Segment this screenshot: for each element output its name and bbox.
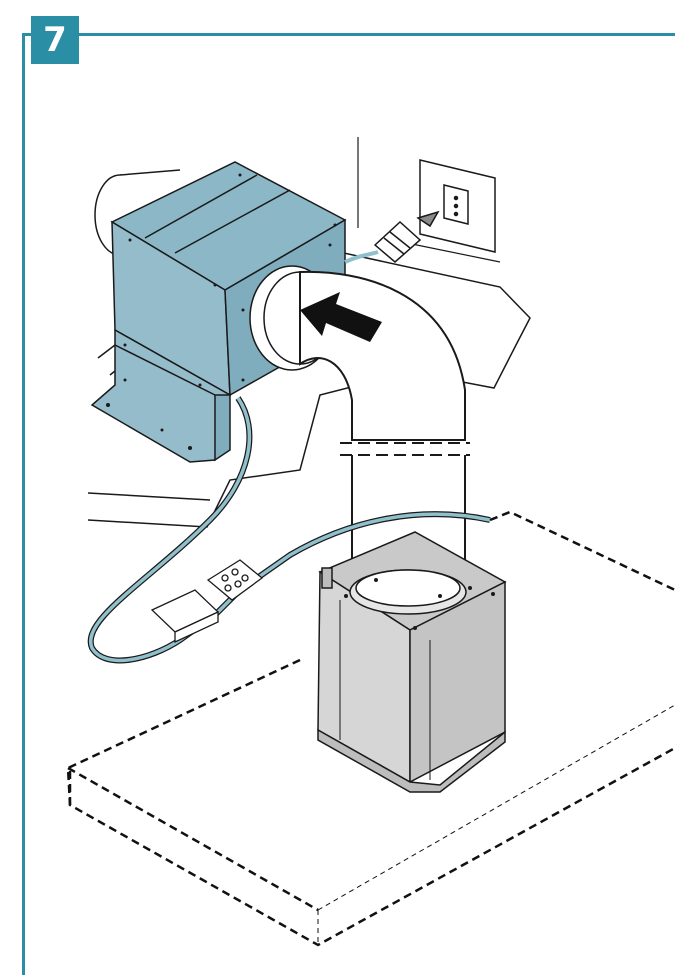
ceiling-lines (357, 137, 501, 263)
frame-left-border (22, 33, 25, 975)
power-plug-icon (344, 210, 440, 264)
step-number-badge: 7 (31, 16, 79, 64)
cable-connector-icon (150, 559, 264, 644)
hood-body-outline (66, 510, 675, 947)
airflow-arrow-icon (300, 292, 382, 342)
hood-motor-unit-icon (317, 531, 507, 793)
wall-socket-icon (419, 159, 496, 253)
frame-top-border (22, 33, 675, 36)
power-cable (87, 396, 491, 664)
